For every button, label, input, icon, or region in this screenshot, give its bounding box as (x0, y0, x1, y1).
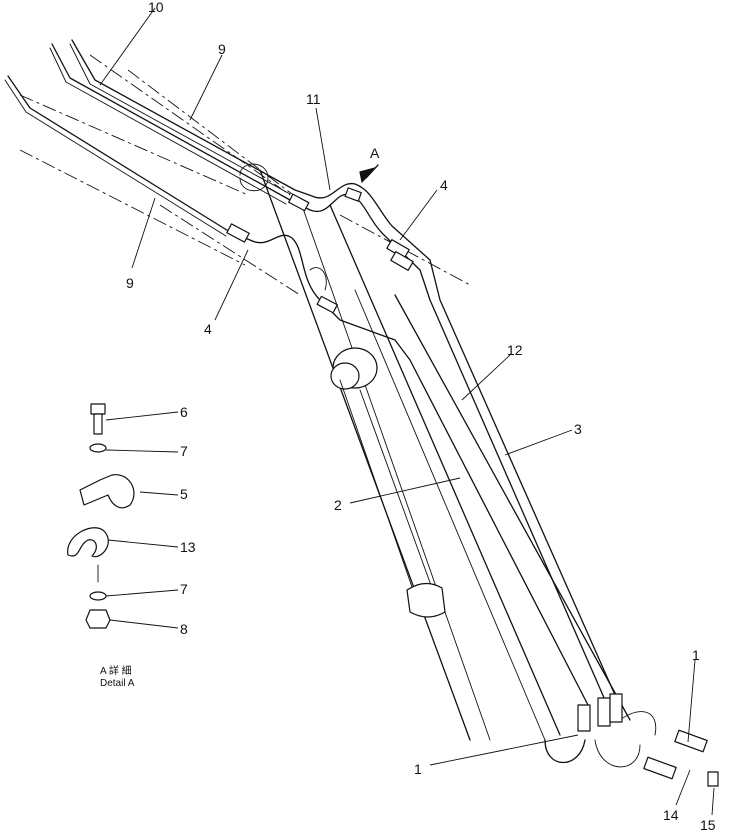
callout-14: 14 (663, 807, 679, 823)
washer-upper (89, 443, 107, 453)
callout-12: 12 (507, 342, 523, 358)
callout-9-left: 9 (126, 275, 134, 291)
clamp-13 (67, 527, 109, 558)
callout-9-top: 9 (218, 41, 226, 57)
pipe-fittings (226, 187, 623, 732)
bolt-head (90, 403, 106, 415)
callout-6: 6 (180, 404, 188, 420)
detail-caption-line1: A 詳 細 (100, 664, 132, 677)
callout-2: 2 (334, 497, 342, 513)
callout-3: 3 (574, 421, 582, 437)
callout-labels: 10 9 11 4 9 4 12 3 2 6 7 5 13 7 8 1 1 14… (126, 0, 716, 833)
detail-a-parts (67, 403, 135, 629)
callout-7-lower: 7 (180, 581, 188, 597)
callout-7-upper: 7 (180, 443, 188, 459)
leader-lines (99, 7, 715, 816)
callout-4-right: 4 (440, 177, 448, 193)
centerlines (19, 54, 471, 296)
view-arrow-a: A (359, 145, 380, 183)
boom (259, 169, 657, 768)
callout-11: 11 (306, 91, 321, 107)
boom-pin-boss (330, 347, 446, 618)
callout-1-right: 1 (692, 647, 700, 663)
detail-caption: A 詳 細 Detail A (100, 664, 135, 689)
callout-15: 15 (700, 817, 716, 833)
callout-1-left: 1 (414, 761, 422, 777)
hydraulic-pipes (4, 39, 616, 706)
clamp (79, 474, 135, 509)
callout-10: 10 (148, 0, 164, 15)
callout-8: 8 (180, 621, 188, 637)
washer-lower (89, 591, 107, 601)
view-arrow-label: A (370, 145, 380, 161)
hose-nipples (643, 729, 719, 787)
detail-caption-line2: Detail A (100, 678, 135, 689)
nut (85, 609, 111, 629)
callout-13: 13 (180, 539, 196, 555)
bolt-shank (93, 413, 103, 435)
callout-5: 5 (180, 486, 188, 502)
callout-4-left: 4 (204, 321, 212, 337)
